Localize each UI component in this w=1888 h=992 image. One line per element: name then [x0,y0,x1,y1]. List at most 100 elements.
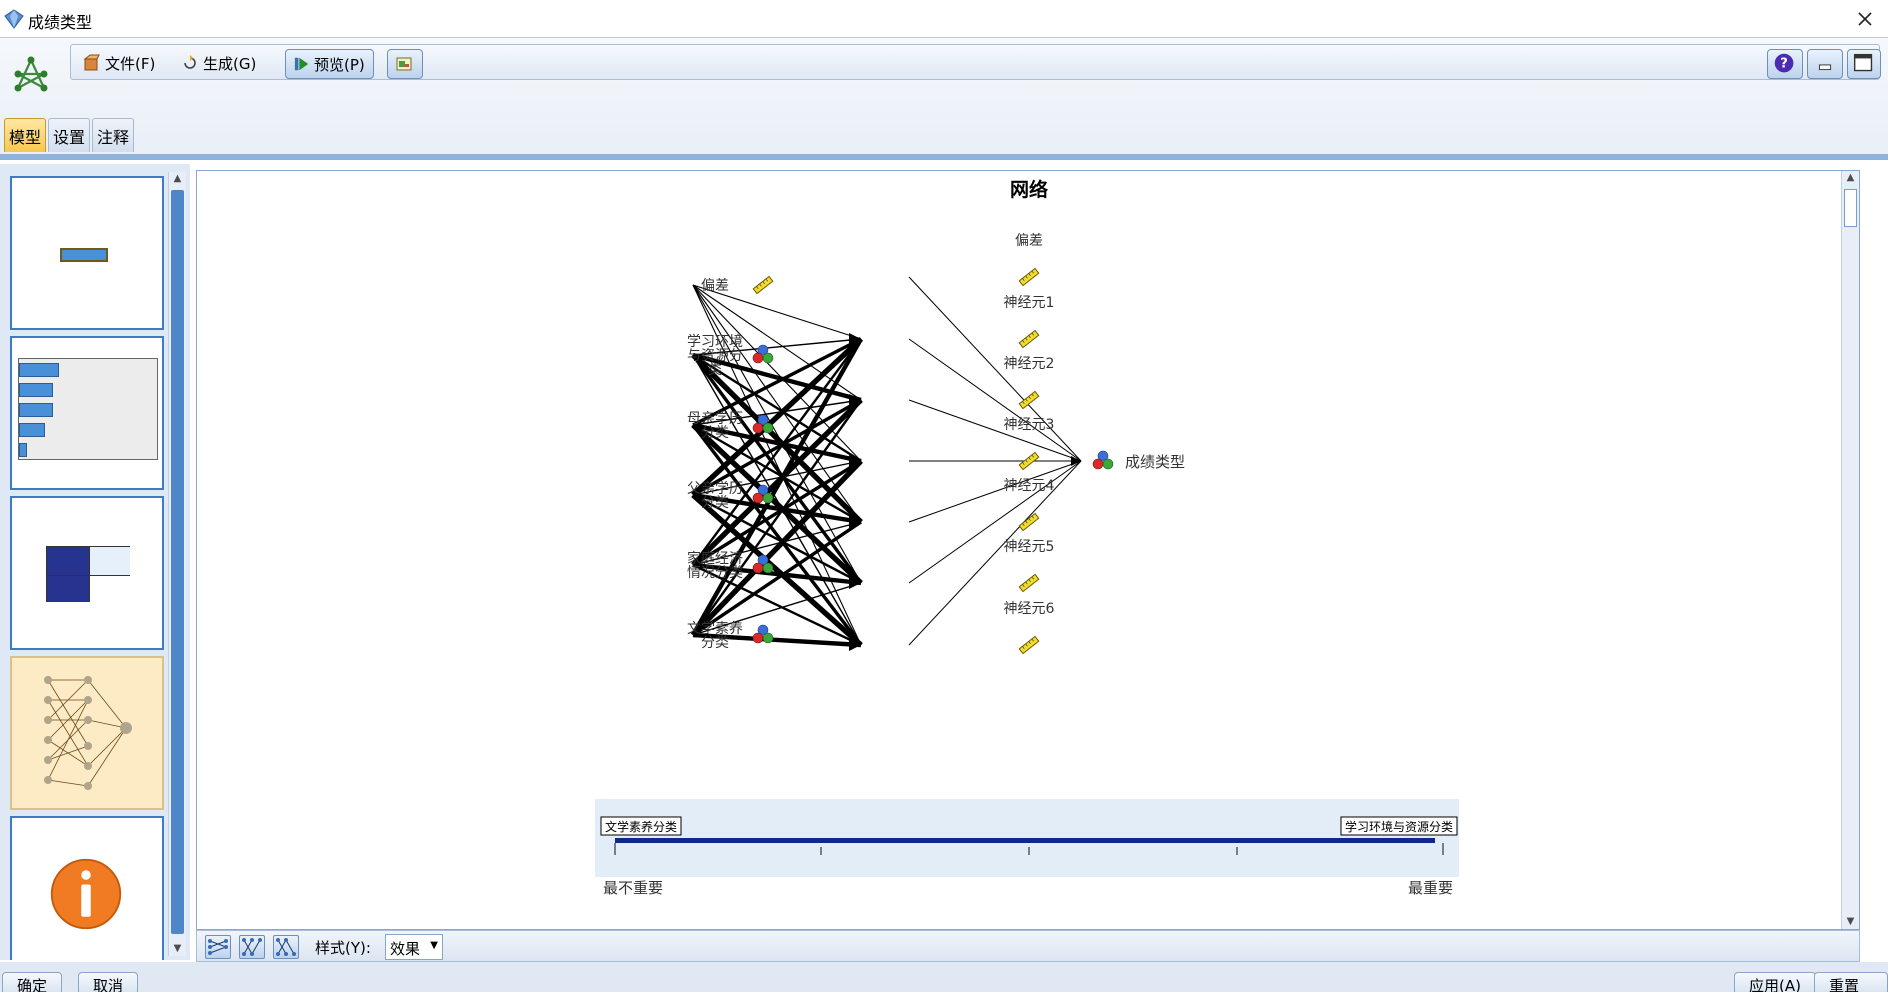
edge-input-2-hidden-6 [691,423,863,647]
thumbnail-model-info[interactable] [10,816,164,960]
help-icon: ? [1774,53,1794,73]
edge-input-3-hidden-5 [692,493,862,585]
edge-input-4-hidden-2 [691,398,863,567]
edge-input-0-hidden-6 [692,284,862,646]
input-node-label-4: 家庭经济情况分类 [687,550,743,581]
least-important-variable: 文学素养分类 [605,819,677,834]
input-node-label-2: 母亲学历分类 [687,411,743,441]
view-upward-button[interactable] [273,935,299,959]
thumbnail-network[interactable] [10,656,164,810]
edge-input-3-hidden-6 [691,492,863,648]
preview-label: 预览(P) [314,55,365,74]
arrowhead-output [1071,456,1081,466]
view-network-button[interactable] [205,935,231,959]
hidden-bias-ruler-icon [1018,267,1040,287]
tab-settings[interactable]: 设置 [48,118,91,152]
tab-strip: 模型 设置 注释 [4,118,136,154]
window-title: 成绩类型 [28,13,93,32]
style-toolbar: 样式(Y): 效果 ▼ [196,930,1860,962]
edge-input-4-hidden-3 [692,459,862,567]
hidden-neuron-ruler-icon-2 [1018,390,1040,410]
sidebar-scroll-thumb[interactable] [171,190,184,934]
ok-button[interactable]: 确定 [2,972,63,992]
sidebar-scrollbar[interactable]: ▲ ▼ [168,172,186,956]
edge-input-3-hidden-2 [692,398,862,497]
apply-button[interactable]: 应用(A) [1734,972,1816,992]
title-bar: 成绩类型 [0,0,1888,38]
edge-input-0-hidden-2 [692,284,862,401]
hidden-neuron-ruler-icon-1 [1018,329,1040,349]
panel-scrollbar[interactable]: ▲ ▼ [1841,171,1859,929]
importance-bar [615,838,1435,843]
upward-network-icon [276,938,296,956]
thumbnail-summary[interactable] [10,176,164,330]
edge-input-5-hidden-1 [691,337,863,637]
edge-input-5-hidden-6 [692,632,862,648]
cancel-button[interactable]: 取消 [78,972,139,992]
svg-text:?: ? [1780,57,1788,72]
edge-input-0-hidden-1 [692,284,862,340]
edge-input-3-hidden-1 [691,337,863,497]
export-button[interactable] [387,49,423,79]
generate-menu-label: 生成(G) [203,54,257,73]
edge-hidden-1-output [908,338,1082,462]
edge-input-2-hidden-1 [692,337,862,427]
edge-input-3-hidden-3 [692,460,862,496]
minimize-button[interactable] [1807,49,1843,79]
minimize-icon [1818,64,1832,71]
edge-input-1-hidden-5 [691,353,863,585]
generate-menu[interactable]: 生成(G) [175,49,262,77]
thumbnail-classification[interactable] [10,496,164,650]
panel-scroll-down-icon[interactable]: ▼ [1846,916,1855,927]
close-icon[interactable] [1852,6,1878,32]
edge-hidden-4-output [908,460,1082,523]
play-icon [294,57,309,71]
input-node-set-icon-4 [752,554,774,574]
maximize-button[interactable] [1847,49,1881,79]
maximize-icon [1853,53,1873,72]
panel-scroll-up-icon[interactable]: ▲ [1846,172,1855,183]
app-gem-icon [4,9,24,29]
scroll-down-icon[interactable]: ▼ [173,943,182,954]
importance-ticks [614,843,1444,855]
hidden-node-label-3: 神经元3 [1004,417,1055,433]
network-thumb-icon [44,676,132,790]
file-box-icon [83,54,100,71]
edge-input-4-hidden-1 [692,338,862,566]
input-node-label-1: 学习环境与资源分类 [687,334,743,378]
view-thumbnail-sidebar: ▲ ▼ [0,164,190,960]
file-menu[interactable]: 文件(F) [77,49,161,77]
hidden-node-label-0: 偏差 [1015,233,1043,249]
edge-input-5-hidden-5 [692,582,862,636]
style-select[interactable]: 效果 ▼ [385,934,443,960]
edge-input-2-hidden-5 [691,423,863,585]
tab-model[interactable]: 模型 [4,118,47,152]
input-node-label-5: 文学素养分类 [687,621,743,651]
network-edges [691,276,1082,651]
hidden-neuron-ruler-icon-5 [1018,573,1040,593]
hidden-node-label-1: 神经元1 [1004,295,1055,311]
reset-button[interactable]: 重置(R) [1814,972,1888,992]
edge-input-5-hidden-3 [691,459,863,637]
preview-button[interactable]: 预览(P) [285,49,374,79]
least-important-box [600,816,682,836]
most-important-caption: 最重要 [1408,879,1453,897]
arrowhead-hidden-3 [849,455,861,467]
style-select-value: 效果 [390,940,421,958]
input-bias-ruler-icon [752,275,774,295]
thumbnail-predictor-importance[interactable] [10,336,164,490]
view-vertical-button[interactable] [239,935,265,959]
tab-notes[interactable]: 注释 [92,118,135,152]
network-view-icon [208,939,228,955]
edge-input-4-hidden-5 [692,562,862,586]
network-nodes: 偏差学习环境与资源分类母亲学历分类父亲学历分类家庭经济情况分类文学素养分类偏差神… [687,233,1185,655]
scroll-up-icon[interactable]: ▲ [173,173,182,184]
arrowhead-hidden-1 [849,333,861,345]
edge-input-4-hidden-4 [692,521,862,566]
panel-scroll-thumb[interactable] [1844,189,1857,227]
vertical-network-icon [242,938,262,956]
hidden-node-label-5: 神经元5 [1004,539,1055,555]
help-button[interactable]: ? [1767,49,1803,79]
info-icon [50,858,122,930]
